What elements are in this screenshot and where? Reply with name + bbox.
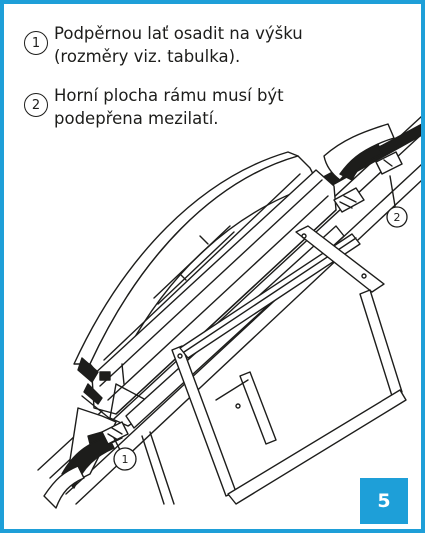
svg-text:1: 1 — [122, 453, 129, 466]
instruction-1: 1 Podpěrnou lať osadit na výšku (rozměry… — [24, 22, 304, 68]
instruction-2: 2 Horní plocha rámu musí být podepřena m… — [24, 84, 304, 130]
callout-2-leader — [389, 175, 397, 213]
instruction-1-text: Podpěrnou lať osadit na výšku (rozměry v… — [54, 24, 303, 66]
rafters — [125, 225, 407, 505]
instruction-2-text: Horní plocha rámu musí být podepřena mez… — [54, 86, 284, 128]
bottom-hinge-detail — [77, 357, 115, 423]
step-number-badge: 5 — [360, 478, 408, 524]
callout-1-leader — [113, 437, 121, 451]
callout-1: 1 — [113, 447, 137, 471]
roof-window-section-drawing: 1 2 — [37, 115, 421, 509]
lower-support-batten — [101, 421, 129, 445]
svg-text:2: 2 — [394, 211, 401, 224]
window-frame — [91, 169, 337, 427]
callout-2: 2 — [386, 206, 408, 228]
instruction-2-number: 2 — [24, 93, 48, 117]
instruction-1-number: 1 — [24, 31, 48, 55]
upper-support-batten — [333, 151, 403, 213]
